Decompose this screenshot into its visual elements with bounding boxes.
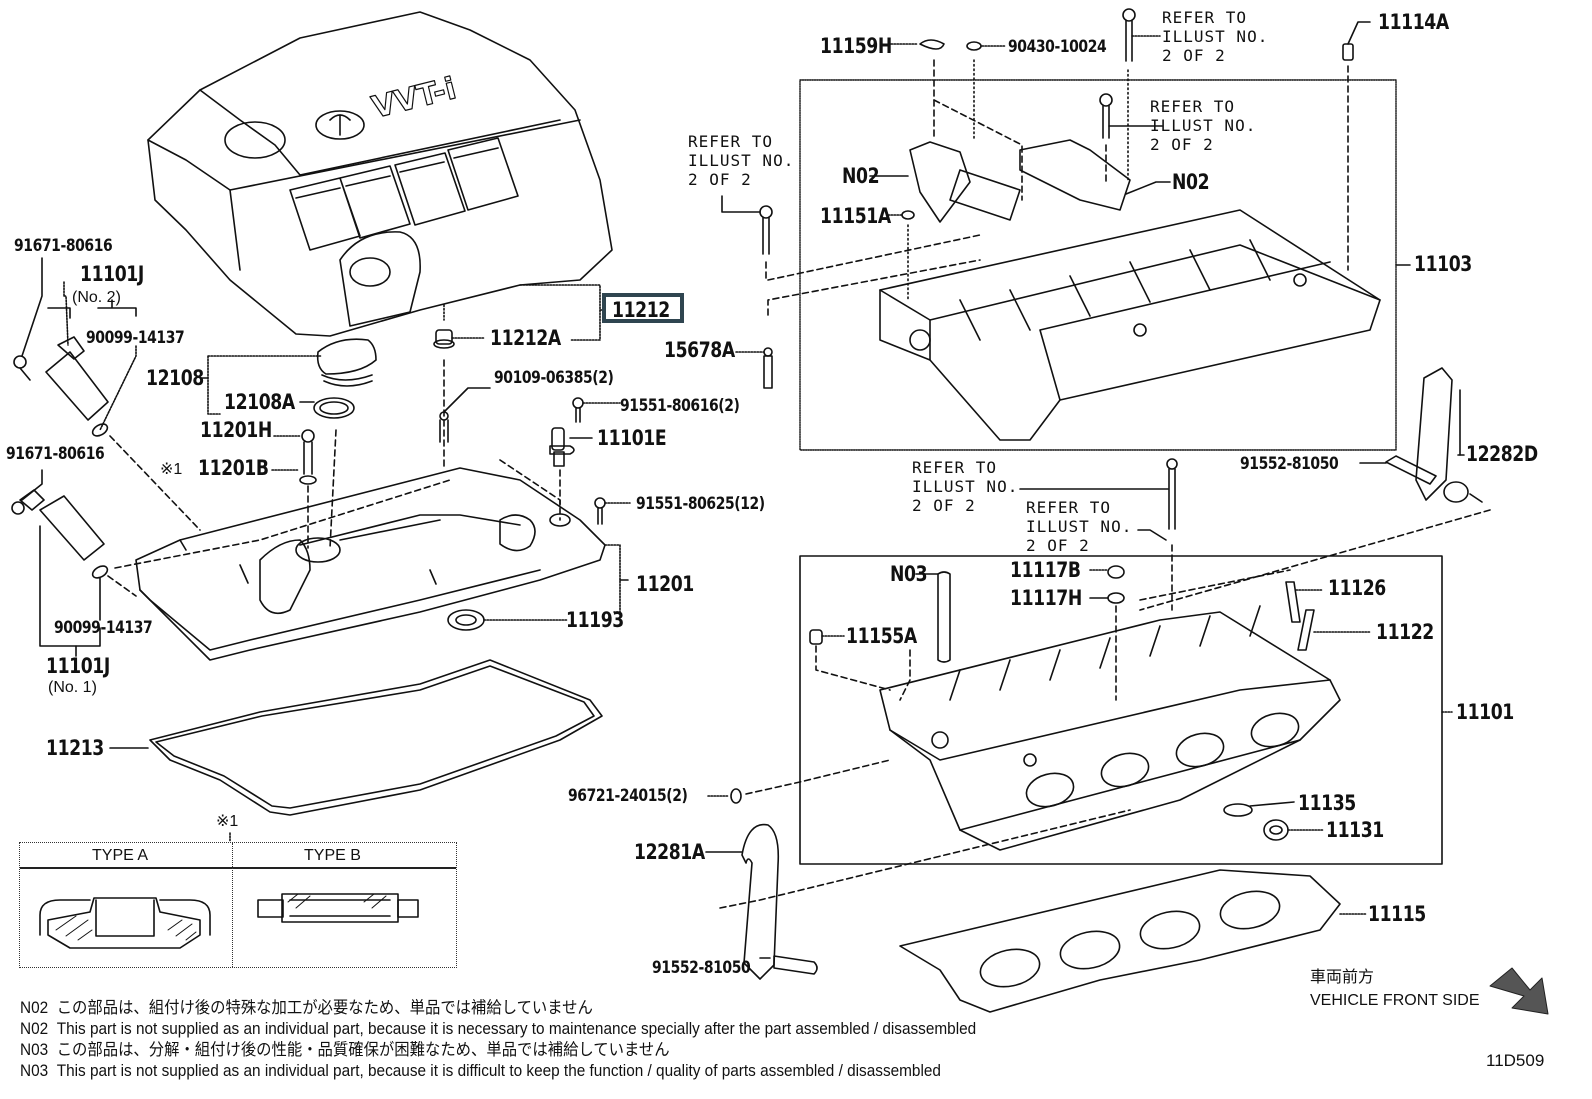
part-label-15678A[interactable]: 15678A	[664, 338, 735, 362]
head-gasket-drawing	[899, 869, 1341, 1013]
refer-note-head-washer: REFER TO ILLUST NO. 2 OF 2	[1026, 498, 1133, 555]
note-mark-1: ※1	[160, 461, 183, 478]
footnote-code: N02	[20, 999, 49, 1017]
cylinder-head-cover-drawing	[135, 467, 606, 661]
part-label-90099-14137-top[interactable]: 90099-14137	[86, 328, 185, 348]
cover-gasket-drawing	[149, 659, 603, 816]
vehicle-front-jp: 車両前方	[1310, 969, 1375, 986]
part-label-11155A[interactable]: 11155A	[846, 624, 917, 648]
part-label-11101E[interactable]: 11101E	[597, 426, 667, 450]
part-label-11212A[interactable]: 11212A	[490, 326, 561, 350]
part-label-12108A[interactable]: 12108A	[224, 390, 295, 414]
type-table-header	[20, 843, 456, 869]
part-label-11201H[interactable]: 11201H	[200, 418, 272, 442]
footnote-code: N02	[20, 1020, 49, 1038]
grommet-type-table: TYPE A TYPE B	[19, 842, 457, 968]
footnote-text: この部品は、組付け後の特殊な加工が必要なため、単品では補給していません	[56, 999, 593, 1017]
refer-note-cam-bolt: REFER TO ILLUST NO. 2 OF 2	[1150, 97, 1257, 154]
part-label-N02-right[interactable]: N02	[1172, 170, 1210, 194]
part-label-91671-80616-top[interactable]: 91671-80616	[14, 236, 113, 256]
footnote-code: N03	[20, 1062, 49, 1080]
part-label-11201B[interactable]: 11201B	[198, 456, 269, 480]
part-label-11114A[interactable]: 11114A	[1378, 10, 1449, 34]
part-label-90109-06385[interactable]: 90109-06385(2)	[494, 368, 614, 388]
type-table-mark: ※1	[216, 813, 239, 830]
part-label-91551-80625[interactable]: 91551-80625(12)	[636, 494, 765, 514]
footnote-n02-en: N02 This part is not supplied as an indi…	[20, 1021, 976, 1038]
part-sublabel-no2: (No. 2)	[72, 289, 121, 306]
part-label-11159H[interactable]: 11159H	[820, 34, 892, 58]
part-label-11122[interactable]: 11122	[1376, 620, 1434, 644]
part-label-11101J-no1[interactable]: 11101J	[46, 654, 110, 678]
part-label-91671-80616-mid[interactable]: 91671-80616	[6, 444, 105, 464]
part-label-11101J-no2[interactable]: 11101J	[80, 262, 144, 286]
engine-cover-drawing: VVT-i	[147, 11, 613, 337]
part-label-11117B[interactable]: 11117B	[1010, 558, 1081, 582]
part-label-12281A[interactable]: 12281A	[634, 840, 705, 864]
vehicle-front-en: VEHICLE FRONT SIDE	[1310, 992, 1480, 1009]
part-label-12282D[interactable]: 12282D	[1466, 442, 1538, 466]
footnote-n03-jp: N03 この部品は、分解・組付け後の性能・品質確保が困難なため、単品では補給して…	[20, 1042, 670, 1059]
svg-text:VVT-i: VVT-i	[368, 71, 459, 126]
part-label-11193[interactable]: 11193	[566, 608, 624, 632]
part-label-91552-81050-right[interactable]: 91552-81050	[1240, 454, 1339, 474]
part-label-11201[interactable]: 11201	[636, 572, 694, 596]
refer-note-top: REFER TO ILLUST NO. 2 OF 2	[1162, 8, 1269, 65]
part-label-11131[interactable]: 11131	[1326, 818, 1384, 842]
part-label-12108[interactable]: 12108	[146, 366, 204, 390]
type-a-header: TYPE A	[92, 847, 149, 864]
highlighted-part-11212[interactable]: 11212	[602, 293, 684, 323]
part-label-11126[interactable]: 11126	[1328, 576, 1386, 600]
footnote-n02-jp: N02 この部品は、組付け後の特殊な加工が必要なため、単品では補給していません	[20, 1000, 593, 1017]
part-label-91552-81050-bottom[interactable]: 91552-81050	[652, 958, 751, 978]
camshaft-housing-drawing	[879, 139, 1381, 441]
part-label-11115[interactable]: 11115	[1368, 902, 1426, 926]
footnote-text: This part is not supplied as an individu…	[56, 1062, 941, 1080]
part-label-11213[interactable]: 11213	[46, 736, 104, 760]
footnote-n03-en: N03 This part is not supplied as an indi…	[20, 1063, 941, 1080]
part-label-90430-10024[interactable]: 90430-10024	[1008, 37, 1107, 57]
footnote-text: この部品は、分解・組付け後の性能・品質確保が困難なため、単品では補給していません	[56, 1041, 670, 1059]
part-sublabel-no1: (No. 1)	[48, 679, 97, 696]
part-label-N03[interactable]: N03	[890, 562, 928, 586]
vehicle-front-arrow-icon	[1490, 968, 1548, 1014]
footnote-text: This part is not supplied as an individu…	[56, 1020, 977, 1038]
type-b-header: TYPE B	[304, 847, 361, 864]
grommet-type-b-drawing	[257, 893, 419, 923]
part-label-96721-24015[interactable]: 96721-24015(2)	[568, 786, 688, 806]
part-label-11151A[interactable]: 11151A	[820, 204, 891, 228]
grommet-type-a-drawing	[39, 897, 211, 949]
part-label-11117H[interactable]: 11117H	[1010, 586, 1082, 610]
part-label-11135[interactable]: 11135	[1298, 791, 1356, 815]
refer-note-head-bolt: REFER TO ILLUST NO. 2 OF 2	[912, 458, 1019, 515]
part-label-90099-14137-bottom[interactable]: 90099-14137	[54, 618, 153, 638]
part-label-11212[interactable]: 11212	[612, 298, 670, 322]
part-label-11103[interactable]: 11103	[1414, 252, 1472, 276]
illustration-id: 11D509	[1486, 1051, 1545, 1070]
footnote-code: N03	[20, 1041, 49, 1059]
part-label-11101[interactable]: 11101	[1456, 700, 1514, 724]
part-label-91551-80616[interactable]: 91551-80616(2)	[620, 396, 740, 416]
type-table-divider	[232, 843, 233, 967]
part-label-N02-left[interactable]: N02	[842, 164, 880, 188]
cylinder-head-drawing	[879, 605, 1341, 851]
refer-note-left-bolt: REFER TO ILLUST NO. 2 OF 2	[688, 132, 795, 189]
